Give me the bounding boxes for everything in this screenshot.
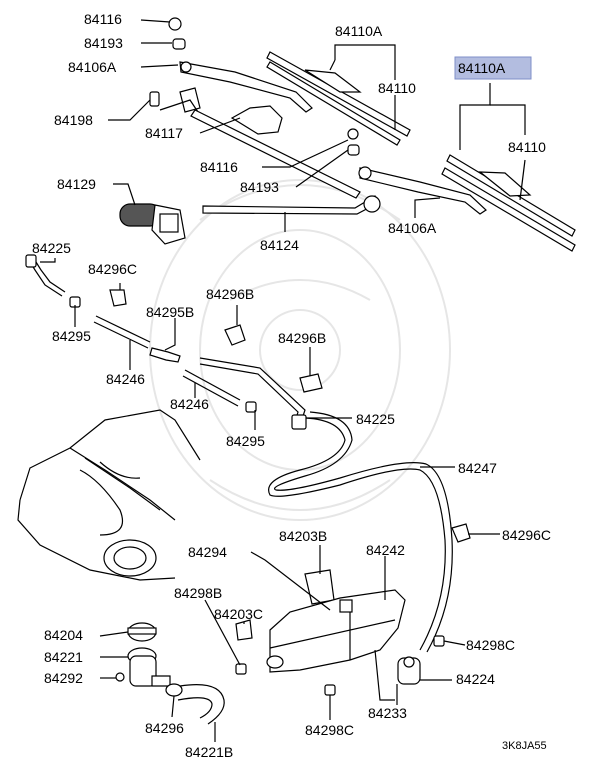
connector-84295-mid <box>245 401 257 413</box>
wiper-pivot-left <box>149 87 201 116</box>
bracket-84203B <box>304 569 335 605</box>
hose-84225-left <box>25 254 66 297</box>
bolt-84298C-bottom <box>324 684 336 696</box>
hose-84247 <box>268 411 453 653</box>
label-84203C: 84203C <box>214 606 263 622</box>
label-84106A-left: 84106A <box>68 59 117 75</box>
label-84203B: 84203B <box>279 528 327 544</box>
bolt-84298C-right <box>433 635 445 647</box>
car-silhouette <box>17 409 201 581</box>
label-84296B-a: 84296B <box>206 286 254 302</box>
label-84298C-right: 84298C <box>466 637 515 653</box>
wiper-blade-middle <box>266 51 411 146</box>
bolt-84298B <box>235 663 247 675</box>
label-84198: 84198 <box>54 112 93 128</box>
label-84116-mid: 84116 <box>200 159 238 175</box>
label-84295-mid: 84295 <box>226 433 265 449</box>
label-84225-right: 84225 <box>356 411 395 427</box>
tee-84295B <box>149 347 181 363</box>
label-84193-mid: 84193 <box>240 179 279 195</box>
leader-lines <box>40 19 526 742</box>
filler-cap-84204 <box>127 622 157 642</box>
washer-pump-84224 <box>397 656 421 685</box>
label-84116-top: 84116 <box>84 11 122 27</box>
label-84246-a: 84246 <box>106 371 145 387</box>
label-84296: 84296 <box>145 720 184 736</box>
wiper-nut-top <box>172 38 186 50</box>
label-84298C-bottom: 84298C <box>305 722 354 738</box>
label-84193-top: 84193 <box>84 35 123 51</box>
label-84246-b: 84246 <box>170 396 209 412</box>
label-84124: 84124 <box>260 237 299 253</box>
label-84221: 84221 <box>44 649 83 665</box>
wiper-blade-right <box>441 154 576 252</box>
washer-tank <box>266 589 406 701</box>
wiper-nut-cap-mid <box>347 128 360 156</box>
label-84224: 84224 <box>456 671 495 687</box>
label-84110A-mid: 84110A <box>335 23 383 39</box>
wiper-link-rod-lower <box>202 195 381 215</box>
label-84242: 84242 <box>366 542 405 558</box>
diagram-code: 3K8JA55 <box>502 740 547 752</box>
wiper-arm-left <box>179 61 313 113</box>
label-84298B: 84298B <box>174 585 222 601</box>
filler-neck-84221 <box>127 647 171 687</box>
label-84110A-right: 84110A <box>458 60 506 76</box>
wiper-nut-cap-top <box>168 17 182 31</box>
clamp-84296 <box>165 683 183 697</box>
clip-84296B-a <box>224 324 246 346</box>
wiper-link-rod-upper <box>190 109 361 199</box>
label-84296C-right: 84296C <box>502 527 551 543</box>
label-84233: 84233 <box>368 705 407 721</box>
label-84295-left: 84295 <box>52 328 91 344</box>
hose-84225-right <box>199 357 307 430</box>
hose-84246-b <box>182 369 241 407</box>
wiper-arm-right <box>358 166 487 215</box>
filler-hose-84221B <box>177 684 225 725</box>
wiper-motor <box>119 203 186 245</box>
label-84292: 84292 <box>44 670 83 686</box>
label-84247: 84247 <box>458 460 497 476</box>
label-84110-mid: 84110 <box>378 80 416 96</box>
label-84296B-b: 84296B <box>278 330 326 346</box>
label-84294: 84294 <box>188 544 227 560</box>
hose-84246-a <box>93 315 151 349</box>
bracket-84203C <box>235 619 253 641</box>
label-84117: 84117 <box>145 125 183 141</box>
label-84106A-right: 84106A <box>388 220 437 236</box>
label-84129: 84129 <box>57 176 96 192</box>
label-84204: 84204 <box>44 627 83 643</box>
label-84221B: 84221B <box>185 744 233 760</box>
clip-84296B-b <box>299 373 323 393</box>
clip-84296C-right <box>451 523 471 543</box>
label-84225-left: 84225 <box>32 240 71 256</box>
highlight-84110A <box>454 56 532 80</box>
cowl-cover-84117 <box>230 105 283 135</box>
label-84110-right: 84110 <box>508 139 546 155</box>
label-84296C-left: 84296C <box>88 261 137 277</box>
clip-84296C-left <box>109 289 127 307</box>
label-84295B: 84295B <box>146 304 194 320</box>
screw-84292 <box>115 672 125 682</box>
